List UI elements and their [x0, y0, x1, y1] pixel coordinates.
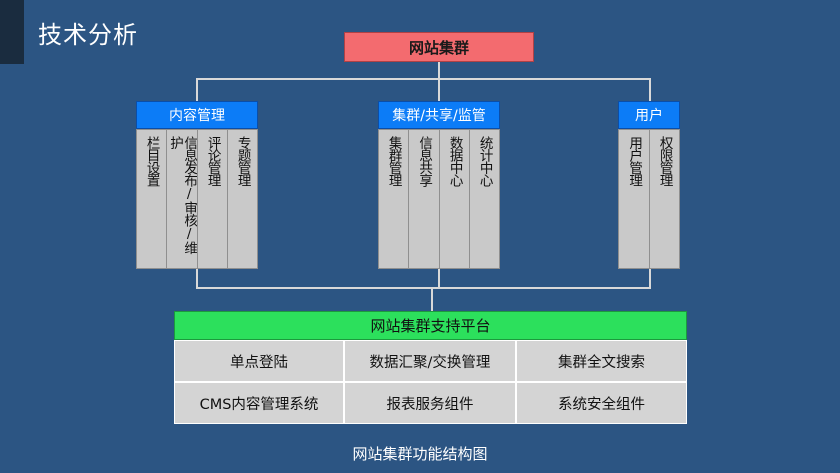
- connector-to-cluster-share: [438, 78, 440, 101]
- group-header-user: 用户: [618, 101, 680, 129]
- column-label: 信息共享: [416, 136, 433, 186]
- column-content-3: 评论管理: [197, 129, 228, 269]
- platform-cell-sso: 单点登陆: [174, 340, 344, 382]
- column-user-1: 用户管理: [618, 129, 650, 269]
- column-label: 栏目设置: [143, 136, 160, 186]
- column-label: 数据中心: [446, 136, 463, 186]
- platform-cell-security: 系统安全组件: [516, 382, 687, 424]
- root-connector-vertical: [438, 62, 440, 79]
- column-label: 权限管理: [656, 136, 673, 186]
- column-label: 用户管理: [626, 136, 643, 186]
- connector-from-content-management: [196, 268, 198, 288]
- bottom-connector-horizontal: [196, 287, 651, 289]
- connector-from-user: [649, 268, 651, 288]
- platform-grid: 单点登陆 数据汇聚/交换管理 集群全文搜索 CMS内容管理系统 报表服务组件 系…: [174, 340, 687, 424]
- column-label: 评论管理: [204, 136, 221, 186]
- group-header-cluster-share: 集群/共享/监管: [378, 101, 500, 129]
- diagram-caption: 网站集群功能结构图: [352, 445, 488, 463]
- column-label: 信息发布/审核/维护: [167, 136, 198, 254]
- column-label: 统计中心: [476, 136, 493, 186]
- column-user-2: 权限管理: [649, 129, 680, 269]
- column-cluster-1: 集群管理: [378, 129, 409, 269]
- connector-to-content-management: [196, 78, 198, 101]
- platform-connector-vertical: [431, 287, 433, 311]
- column-content-2: 信息发布/审核/维护: [166, 129, 198, 269]
- title-accent-bar: [0, 0, 24, 64]
- root-box: 网站集群: [344, 32, 534, 62]
- column-cluster-3: 数据中心: [439, 129, 470, 269]
- column-content-4: 专题管理: [227, 129, 258, 269]
- platform-cell-data-exchange: 数据汇聚/交换管理: [344, 340, 516, 382]
- platform-cell-report-service: 报表服务组件: [344, 382, 516, 424]
- top-connector-horizontal: [196, 78, 651, 80]
- page-title: 技术分析: [38, 21, 138, 49]
- platform-cell-fulltext-search: 集群全文搜索: [516, 340, 687, 382]
- column-cluster-4: 统计中心: [469, 129, 500, 269]
- column-content-1: 栏目设置: [136, 129, 167, 269]
- connector-to-user: [649, 78, 651, 101]
- group-header-content-management: 内容管理: [136, 101, 258, 129]
- platform-header: 网站集群支持平台: [174, 311, 687, 340]
- column-label: 集群管理: [385, 136, 402, 186]
- connector-from-cluster-share: [438, 268, 440, 288]
- column-cluster-2: 信息共享: [408, 129, 440, 269]
- platform-cell-cms: CMS内容管理系统: [174, 382, 344, 424]
- column-label: 专题管理: [234, 136, 251, 186]
